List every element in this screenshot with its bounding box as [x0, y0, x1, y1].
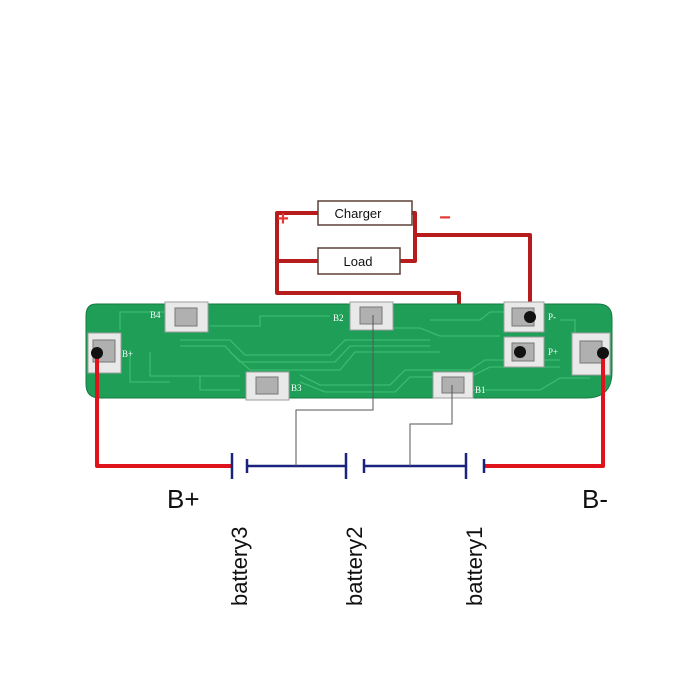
b-plus-label: B+: [167, 484, 200, 514]
battery2-label: battery2: [342, 527, 367, 607]
pad-label-p-minus: P-: [548, 312, 556, 322]
battery-string: [230, 453, 486, 479]
pcb-board: B4 B2 B3 B1 B+ P- P+: [85, 301, 613, 401]
sense-wire-b1: [409, 385, 453, 466]
dot-p-minus: [524, 311, 536, 323]
pcb-traces: [119, 311, 590, 393]
pad-label-b1: B1: [475, 385, 486, 395]
pad-label-b3: B3: [291, 383, 302, 393]
sense-wires: [295, 315, 453, 466]
pad-label-b2: B2: [333, 313, 344, 323]
connection-dots: [91, 311, 609, 359]
dot-p-plus: [514, 346, 526, 358]
b-plus-wire: [95, 353, 232, 468]
load-minus-wire: [400, 235, 417, 263]
charger-label: Charger: [335, 206, 383, 221]
b-minus-wire: [484, 353, 605, 468]
pad-b3: [245, 371, 290, 401]
pad-b2: [349, 301, 394, 331]
charger-box: Charger: [317, 200, 413, 226]
battery1-label: battery1: [462, 527, 487, 607]
plus-sign: +: [277, 208, 289, 230]
sense-wire-b2: [295, 315, 374, 466]
pad-label-p-plus: P+: [548, 347, 558, 357]
load-box: Load: [317, 247, 401, 275]
pad-label-b4: B4: [150, 310, 161, 320]
battery3-label: battery3: [227, 527, 252, 607]
minus-sign: −: [439, 207, 451, 229]
minus-rail-wire: [412, 211, 532, 317]
b-minus-label: B-: [582, 484, 608, 514]
pad-b1: [432, 371, 474, 399]
pad-label-b-plus: B+: [122, 349, 133, 359]
load-label: Load: [344, 254, 373, 269]
pad-b4: [164, 301, 209, 333]
dot-b-minus: [597, 347, 609, 359]
dot-b-plus: [91, 347, 103, 359]
battery-main-wiring: [95, 353, 605, 468]
